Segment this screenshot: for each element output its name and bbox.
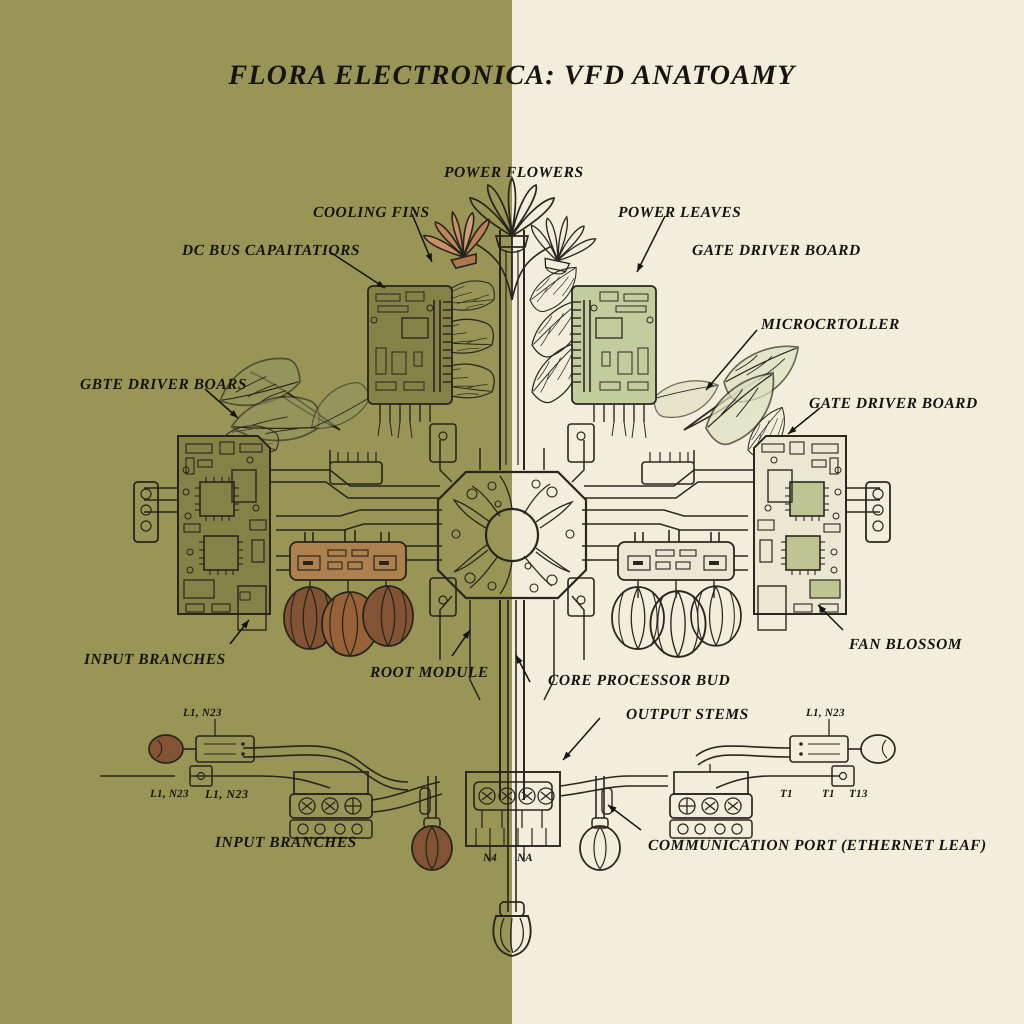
label-gate-driver-board-right: GATE DRIVER BOARD — [809, 395, 978, 412]
leader-power-leaves-arrowhead — [637, 263, 644, 272]
gate-driver-board-right-main — [753, 435, 891, 631]
label-root-module: ROOT MODULE — [370, 664, 489, 681]
terminal-mark-mark-l1-n23-lower-left: L1, N23 — [150, 788, 189, 800]
leaf-spray-right — [653, 345, 800, 463]
output-terminal-block — [669, 764, 753, 839]
dc-bus-capacitor-board-right — [611, 530, 742, 658]
terminal-mark-mark-t1-right-a: T1 — [780, 788, 793, 800]
terminal-mark-mark-t1-right-b: T1 — [822, 788, 835, 800]
gate-driver-board-upper-right — [571, 285, 657, 439]
leader-power-leaves — [636, 215, 666, 273]
leader-gate-driver-right-arrowhead — [788, 426, 797, 434]
label-output-stems: OUTPUT STEMS — [626, 706, 749, 723]
label-input-branches-bottom: INPUT BRANCHES — [215, 834, 357, 851]
leader-core-bud-arrowhead — [516, 655, 523, 664]
label-gate-driver-board-top: GATE DRIVER BOARD — [692, 242, 861, 259]
terminal-mark-mark-n4-center: N4 — [483, 852, 498, 864]
leader-output-stems-arrowhead — [563, 751, 571, 760]
page-title: FLORA ELECTRONICA: VFD ANATOAMY — [228, 60, 796, 91]
label-core-processor-bud: CORE PROCESSOR BUD — [548, 672, 731, 689]
leader-output-stems — [562, 717, 601, 761]
terminal-mark-mark-l1-n23-lower-left-bold: L1, N23 — [205, 787, 249, 801]
terminal-mark-mark-l1-n23-upper-left: L1, N23 — [183, 707, 222, 719]
leader-microcontroller — [705, 329, 758, 391]
output-stem-wiring-right — [559, 745, 840, 797]
terminal-mark-mark-na-center: NA — [517, 852, 533, 864]
output-branch-fittings — [789, 719, 896, 787]
label-communication-port: COMMUNICATION PORT (ETHERNET LEAF) — [648, 837, 987, 854]
terminal-mark-mark-t13-right: T13 — [849, 788, 868, 800]
terminal-mark-mark-l1-n23-right: L1, N23 — [806, 707, 845, 719]
label-igbt-driver-boards: GBTE DRIVER BOARS — [80, 376, 247, 393]
label-cooling-fins: COOLING FINS — [313, 204, 430, 221]
label-power-flowers: POWER FLOWERS — [444, 164, 584, 181]
label-power-leaves: POWER LEAVES — [618, 204, 742, 221]
leader-fan-blossom-arrowhead — [818, 605, 827, 614]
label-input-branches-left: INPUT BRANCHES — [84, 651, 226, 668]
leader-microcontroller-arrowhead — [706, 381, 714, 390]
label-fan-blossom: FAN BLOSSOM — [849, 636, 963, 653]
label-microcontroller: MICROCRTOLLER — [761, 316, 900, 333]
label-dc-bus-capacitors: DC BUS CAPAITATIORS — [182, 242, 361, 259]
dc-bus-capacitor-board-left — [283, 530, 414, 657]
leader-comm-port-arrowhead — [608, 805, 617, 813]
hanging-bud-right — [579, 776, 621, 871]
